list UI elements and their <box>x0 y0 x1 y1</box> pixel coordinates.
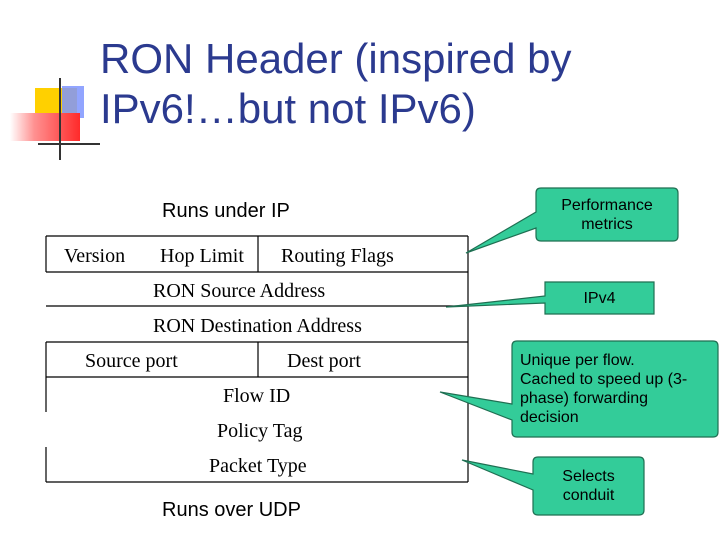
ipv4-callout-shape <box>445 281 655 315</box>
bottom-caption: Runs over UDP <box>162 499 301 521</box>
performance-callout-text: Performance metrics <box>561 196 653 233</box>
field-dest-port: Dest port <box>287 350 361 372</box>
field-routing-flags: Routing Flags <box>281 245 394 267</box>
field-source-address: RON Source Address <box>153 280 326 302</box>
decorative-vertical-line <box>59 78 61 160</box>
decorative-red-square <box>10 113 80 141</box>
field-destination-address: RON Destination Address <box>153 315 362 337</box>
slide-title: RON Header (inspired by IPv6!…but not IP… <box>100 35 572 132</box>
flow-callout-shape <box>439 340 719 438</box>
flow-callout-text: Unique per flow. Cached to speed up (3-p… <box>520 352 688 426</box>
ipv4-callout-text: IPv4 <box>583 289 616 307</box>
decorative-horizontal-line <box>38 143 100 145</box>
field-policy-tag: Policy Tag <box>217 420 303 442</box>
field-source-port: Source port <box>85 350 178 372</box>
conduit-callout-text: Selects conduit <box>562 468 615 504</box>
field-flow-id: Flow ID <box>223 385 291 407</box>
decorative-blue-square <box>62 86 84 118</box>
performance-callout-shape <box>465 187 679 254</box>
conduit-callout-shape <box>461 456 645 516</box>
field-version: Version <box>64 245 126 267</box>
field-packet-type: Packet Type <box>209 455 307 477</box>
field-hop-limit: Hop Limit <box>160 245 244 267</box>
top-caption: Runs under IP <box>162 200 290 222</box>
